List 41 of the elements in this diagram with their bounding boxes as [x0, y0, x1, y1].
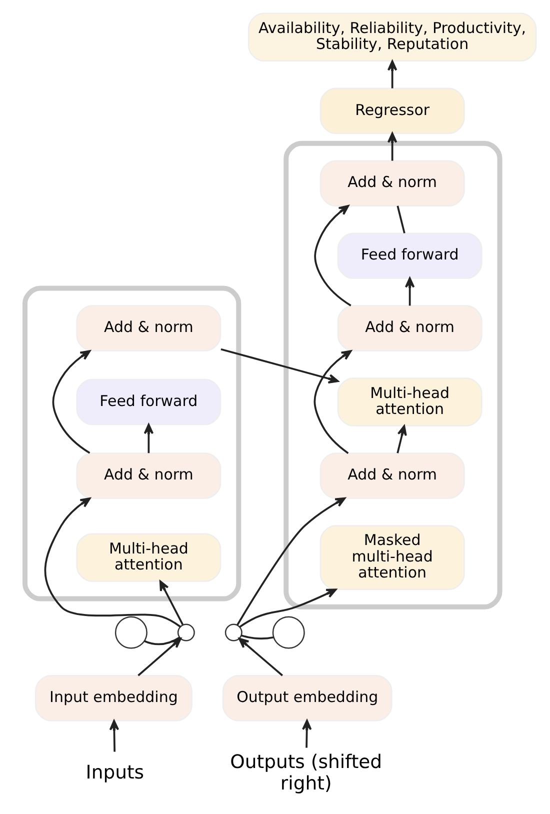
node-box: Regressor [319, 88, 464, 134]
node-box: Add & norm [76, 305, 221, 352]
arrow [238, 638, 283, 676]
node-box: Add & norm [319, 160, 464, 206]
arrow [396, 425, 406, 454]
node-box: Input embedding [34, 675, 192, 722]
arrow [108, 720, 119, 752]
node-circle [224, 624, 242, 642]
node-box: Multi-head attention [336, 378, 482, 426]
node-box: Add & norm [76, 452, 221, 499]
node-box: Feed forward [336, 232, 482, 279]
arrow [137, 638, 181, 676]
node-text: Outputs (shifted right) [230, 752, 382, 794]
node-box: Availability, Reliability, Productivity, Stability, Reputation [248, 12, 536, 62]
node-box: Output embedding [222, 675, 392, 722]
arrow [44, 498, 180, 628]
arrow [158, 580, 184, 626]
node-box: Add & norm [336, 305, 482, 352]
arrow [386, 60, 397, 88]
arrow [238, 588, 336, 628]
arrow [314, 204, 351, 306]
arrow [236, 497, 346, 626]
node-box: Add & norm [319, 452, 464, 499]
arrow [143, 424, 154, 454]
arrow [220, 348, 338, 384]
connector [144, 636, 180, 646]
node-circle [176, 624, 194, 642]
node-circle [272, 616, 304, 649]
node-box: Masked multi-head attention [319, 525, 464, 590]
connector [240, 634, 274, 640]
cluster [22, 286, 241, 602]
node-box: Multi-head attention [76, 533, 221, 582]
arrow [386, 132, 397, 161]
node-box: Feed forward [76, 378, 221, 426]
arrow [52, 350, 90, 454]
arrow [404, 277, 414, 306]
arrow [313, 350, 352, 454]
connector [396, 206, 405, 234]
node-text: Inputs [85, 762, 144, 784]
arrow [301, 720, 312, 748]
node-circle [114, 616, 147, 649]
